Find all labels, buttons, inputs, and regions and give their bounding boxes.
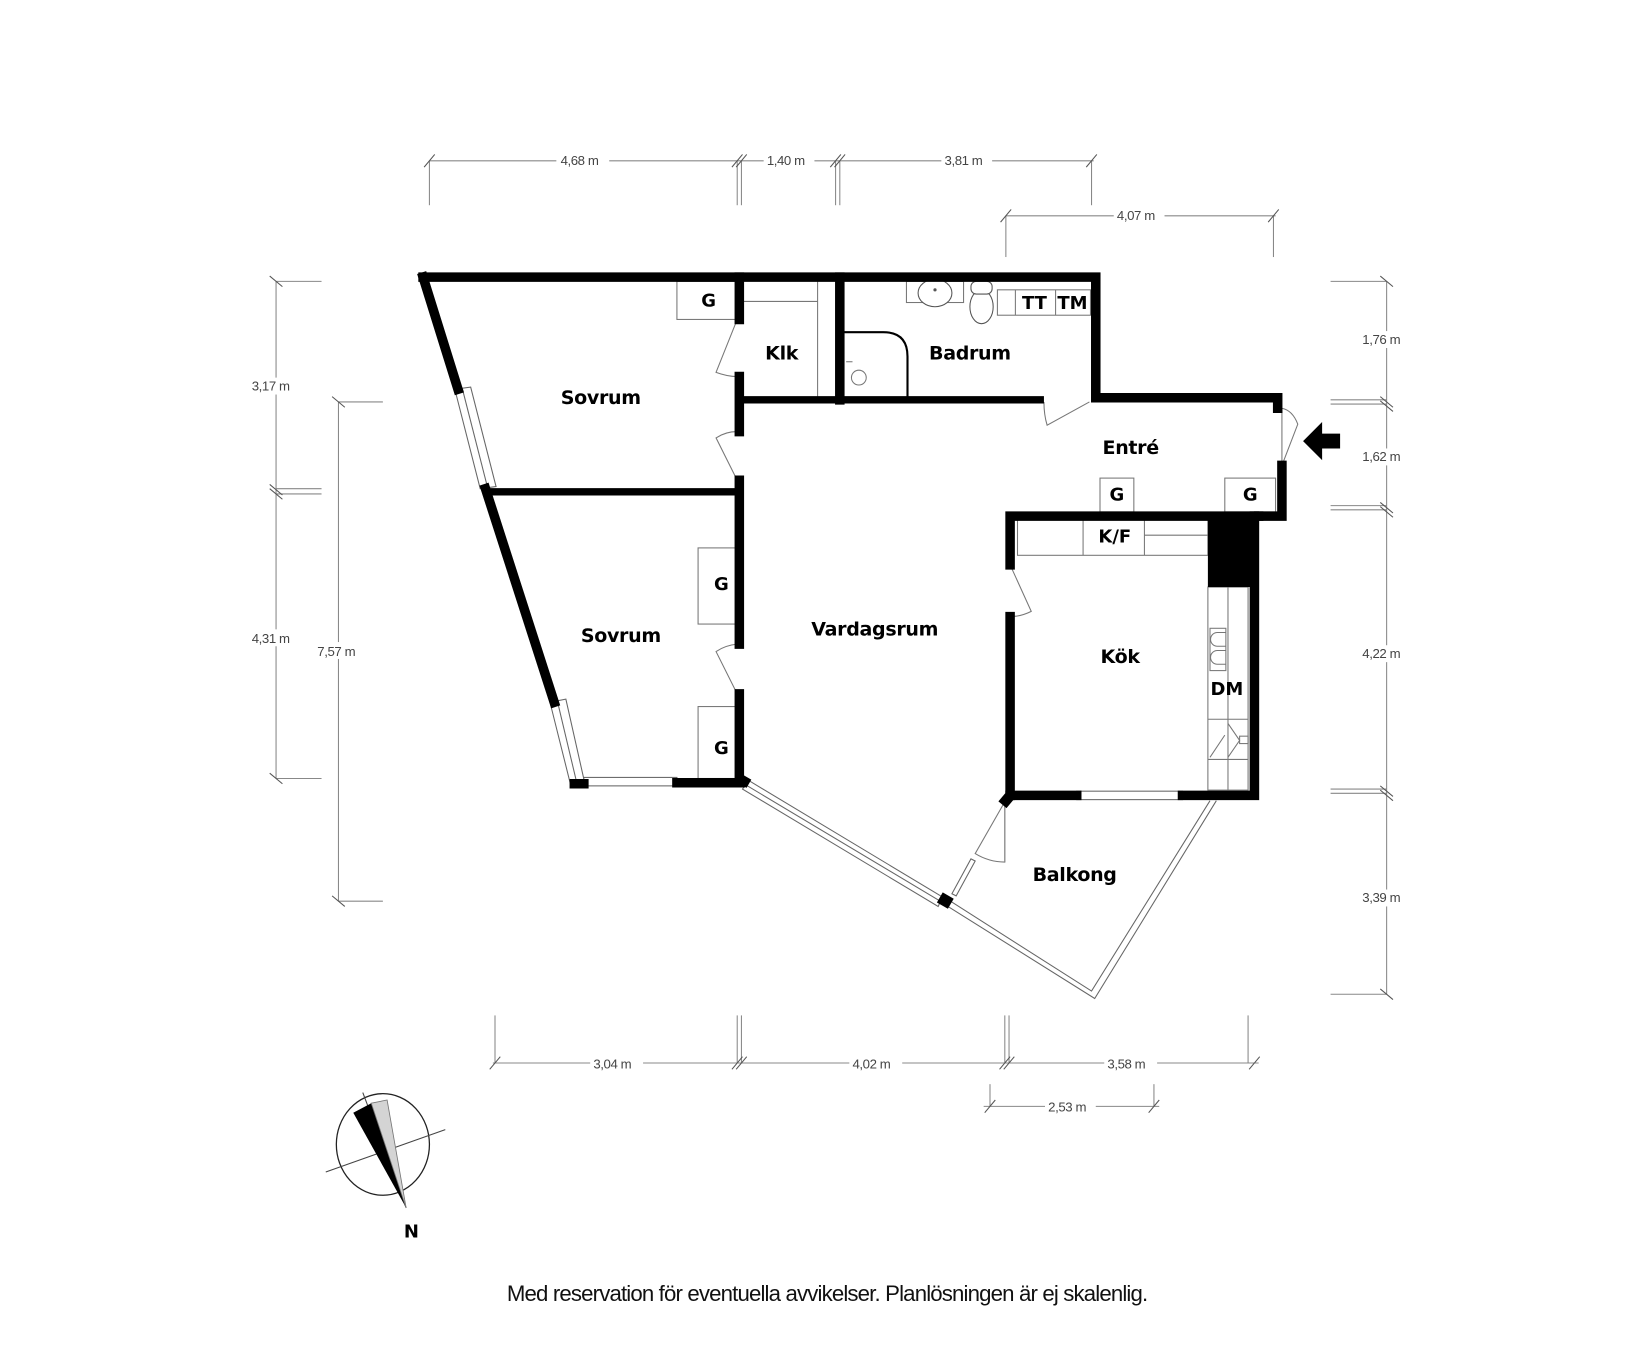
door-sovrum1-klk: [715, 319, 738, 378]
sink-icon: [917, 278, 953, 308]
code-tt: TT: [1022, 293, 1048, 314]
stove-icon: [1209, 723, 1241, 758]
toilet-icon: [969, 289, 994, 325]
dim-right-1: 1,76 m: [1362, 332, 1400, 347]
code-dm: DM: [1211, 679, 1244, 700]
dim-right-4: 3,39 m: [1362, 890, 1400, 905]
door-entrance: [1281, 407, 1299, 466]
dimensions-bottom: 3,04 m 4,02 m 3,58 m 2,53 m: [489, 1015, 1261, 1115]
compass-needle-dark: [353, 1103, 407, 1208]
shower-outline: [842, 331, 909, 399]
room-label-entre: Entré: [1103, 437, 1159, 459]
dim-left-2: 4,31 m: [252, 631, 290, 646]
door-badrum: [1043, 401, 1090, 426]
room-label-sovrum-2: Sovrum: [581, 625, 661, 647]
dimensions-right: 1,76 m 1,62 m 4,22 m 3,39 m: [1330, 275, 1411, 1000]
dim-bottom-2: 4,02 m: [853, 1056, 891, 1071]
arrow-left-icon: [1303, 422, 1341, 461]
compass: N: [325, 1092, 446, 1243]
code-tm: TM: [1057, 293, 1087, 314]
room-label-badrum: Badrum: [929, 343, 1011, 365]
dim-bottom-1: 3,04 m: [593, 1056, 631, 1071]
door-sovrum2: [715, 643, 738, 695]
code-kf: K/F: [1098, 527, 1131, 548]
door-balkong: [974, 799, 1006, 863]
room-label-vardagsrum: Vardagsrum: [811, 619, 938, 641]
window-sovrum2-bottom: [583, 776, 678, 787]
code-g-sovrum2-bottom: G: [714, 738, 729, 759]
dim-bottom-second: 2,53 m: [1048, 1100, 1086, 1115]
code-g-entre-right: G: [1243, 484, 1258, 505]
dimensions-left: 3,17 m 4,31 m 7,57 m: [249, 275, 383, 907]
code-g-sovrum1: G: [701, 291, 716, 312]
room-label-balkong: Balkong: [1033, 864, 1117, 886]
dim-top-2: 1,40 m: [767, 153, 805, 168]
dim-left-total: 7,57 m: [317, 644, 355, 659]
code-g-sovrum2-top: G: [714, 574, 729, 595]
compass-circle: [335, 1093, 431, 1196]
window-vardagsrum: [741, 779, 944, 908]
room-label-klk: Klk: [765, 343, 800, 365]
door-kok: [1009, 564, 1032, 618]
dim-left-1: 3,17 m: [252, 378, 290, 393]
room-label-kok: Kök: [1101, 646, 1142, 668]
dim-right-3: 4,22 m: [1362, 646, 1400, 661]
compass-north-label: N: [404, 1222, 419, 1243]
window-balkong-door: [951, 858, 976, 897]
shower-drain-icon: [850, 369, 867, 386]
room-labels: Sovrum Sovrum Klk Badrum Entré Vardagsru…: [561, 291, 1258, 886]
dimensions-top: 4,68 m 1,40 m 3,81 m 4,07 m: [423, 151, 1280, 258]
dim-right-2: 1,62 m: [1362, 449, 1400, 464]
disclaimer-caption: Med reservation för eventuella avvikelse…: [507, 1281, 1147, 1306]
room-label-sovrum-1: Sovrum: [561, 387, 641, 409]
dim-top-1: 4,68 m: [561, 153, 599, 168]
walls: [417, 271, 1287, 909]
dim-top-second: 4,07 m: [1117, 208, 1155, 223]
windows: [454, 386, 1217, 1000]
dim-top-3: 3,81 m: [945, 153, 983, 168]
dim-bottom-3: 3,58 m: [1107, 1056, 1145, 1071]
code-g-entre-left: G: [1110, 484, 1125, 505]
door-sovrum1-vardagsrum: [715, 431, 738, 481]
window-kok: [1076, 790, 1184, 801]
kitchen-sink-icon: [1209, 627, 1227, 672]
compass-needle-light: [370, 1099, 407, 1209]
